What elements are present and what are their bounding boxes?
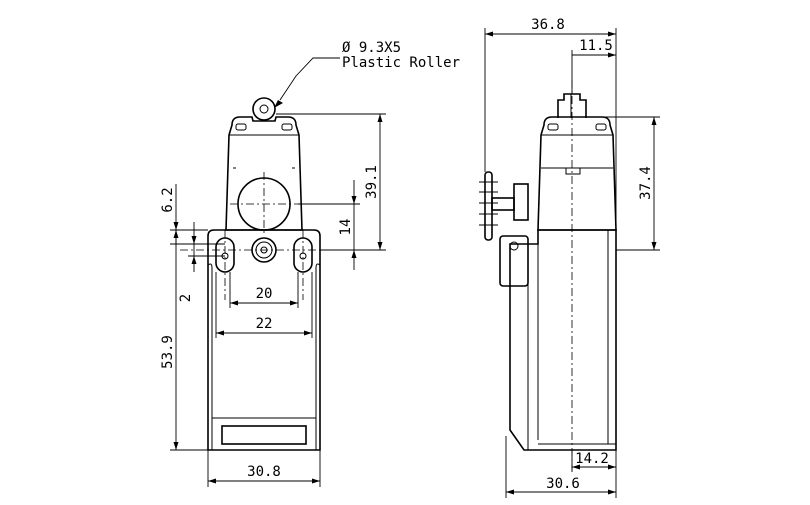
- arm-hub: [513, 183, 529, 221]
- plastic-roller: [252, 97, 276, 121]
- side-view: [479, 80, 617, 470]
- callout-roller-spec: Ø 9.3X5: [342, 40, 401, 56]
- dim-side-head-height: 37.4: [638, 166, 654, 200]
- side-dimensions: 36.8 11.5 37.4 14.2 30.6: [484, 17, 660, 498]
- side-mounting-bracket: [499, 235, 529, 287]
- side-body: [509, 229, 617, 451]
- dim-hole-spacing-outer: 22: [256, 316, 273, 332]
- front-body: [207, 229, 321, 451]
- base-plate: [221, 425, 307, 445]
- front-dimensions: 30.8 22 20 53.9 6.2 2: [160, 40, 460, 487]
- front-head: [225, 116, 303, 231]
- dim-bottom-offset: 14.2: [575, 451, 609, 467]
- dim-slot-top: 6.2: [160, 187, 176, 212]
- dim-slot: 2: [178, 294, 194, 302]
- roller-arm: [491, 197, 515, 211]
- dim-side-bottom-width: 30.6: [546, 476, 580, 492]
- dim-head-offset: 14: [338, 219, 354, 236]
- dim-head-height: 39.1: [364, 165, 380, 199]
- roller-axle: [259, 104, 269, 114]
- dim-total-height: 53.9: [160, 335, 176, 369]
- dim-width-bottom: 30.8: [247, 464, 281, 480]
- dim-hole-spacing-inner: 20: [256, 286, 273, 302]
- dim-side-top-width: 36.8: [531, 17, 565, 33]
- front-view: [180, 97, 356, 451]
- dim-plunger: 11.5: [579, 38, 613, 54]
- callout-roller-name: Plastic Roller: [342, 55, 460, 71]
